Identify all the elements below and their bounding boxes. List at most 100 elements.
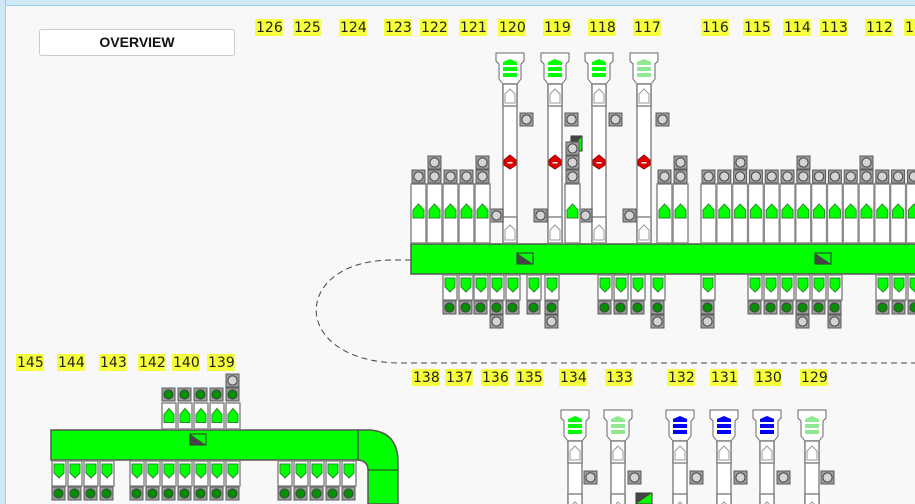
infeed-chute[interactable]: [672, 183, 689, 244]
status-lamp-on[interactable]: [341, 486, 356, 501]
status-button[interactable]: [608, 112, 623, 127]
status-lamp-on[interactable]: [795, 300, 810, 315]
status-button[interactable]: [627, 470, 642, 485]
status-lamp-on[interactable]: [129, 486, 144, 501]
overview-button[interactable]: OVERVIEW: [39, 29, 235, 56]
infeed-chute[interactable]: [209, 402, 225, 430]
outfeed-chute[interactable]: [630, 274, 646, 301]
status-button[interactable]: [565, 141, 580, 156]
status-lamp-on[interactable]: [597, 300, 612, 315]
outfeed-chute[interactable]: [489, 274, 505, 301]
outfeed-chute[interactable]: [458, 274, 474, 301]
outfeed-chute[interactable]: [99, 460, 115, 487]
infeed-chute[interactable]: [426, 183, 443, 244]
status-button[interactable]: [875, 169, 890, 184]
status-lamp-on[interactable]: [613, 300, 628, 315]
status-button[interactable]: [820, 470, 835, 485]
status-button[interactable]: [906, 169, 915, 184]
elevator-117[interactable]: [629, 52, 659, 244]
status-button[interactable]: [427, 155, 442, 170]
infeed-chute[interactable]: [747, 183, 765, 244]
outfeed-chute[interactable]: [473, 274, 489, 301]
outfeed-chute[interactable]: [325, 460, 341, 487]
elevator-132[interactable]: [665, 409, 695, 504]
outfeed-chute[interactable]: [209, 460, 225, 487]
outfeed-chute[interactable]: [442, 274, 458, 301]
outfeed-chute[interactable]: [161, 460, 177, 487]
status-button[interactable]: [475, 169, 490, 184]
status-lamp-on[interactable]: [544, 300, 559, 315]
status-button[interactable]: [891, 169, 906, 184]
outfeed-chute[interactable]: [747, 274, 763, 301]
infeed-chute[interactable]: [889, 183, 907, 244]
infeed-chute[interactable]: [564, 183, 581, 244]
status-lamp-on[interactable]: [747, 300, 762, 315]
status-button[interactable]: [489, 208, 504, 223]
status-button[interactable]: [565, 155, 580, 170]
status-lamp-on[interactable]: [779, 300, 794, 315]
outfeed-chute[interactable]: [277, 460, 293, 487]
outfeed-chute[interactable]: [225, 460, 241, 487]
status-button[interactable]: [565, 169, 580, 184]
outfeed-chute[interactable]: [907, 274, 915, 301]
status-lamp-on[interactable]: [325, 486, 340, 501]
status-button[interactable]: [701, 169, 716, 184]
status-lamp-on[interactable]: [473, 300, 488, 315]
outfeed-chute[interactable]: [544, 274, 560, 301]
infeed-chute[interactable]: [442, 183, 459, 244]
status-lamp-on[interactable]: [309, 486, 324, 501]
infeed-chute[interactable]: [177, 402, 193, 430]
status-lamp-on[interactable]: [875, 300, 890, 315]
elevator-133[interactable]: [603, 409, 633, 504]
outfeed-chute[interactable]: [341, 460, 357, 487]
status-button[interactable]: [655, 112, 670, 127]
status-lamp-on[interactable]: [209, 387, 224, 402]
outfeed-chute[interactable]: [293, 460, 309, 487]
status-button[interactable]: [733, 470, 748, 485]
status-button[interactable]: [796, 155, 811, 170]
diverter-indicator[interactable]: [516, 252, 534, 265]
status-button[interactable]: [796, 169, 811, 184]
infeed-chute[interactable]: [700, 183, 717, 244]
diverter-indicator[interactable]: [189, 433, 207, 446]
outfeed-chute[interactable]: [827, 274, 843, 301]
outfeed-chute[interactable]: [67, 460, 83, 487]
status-button[interactable]: [859, 169, 874, 184]
outfeed-chute[interactable]: [193, 460, 209, 487]
elevator-131[interactable]: [709, 409, 739, 504]
infeed-chute[interactable]: [763, 183, 780, 244]
outfeed-chute[interactable]: [763, 274, 779, 301]
elevator-134[interactable]: [560, 409, 590, 504]
infeed-chute[interactable]: [905, 183, 915, 244]
infeed-chute[interactable]: [842, 183, 859, 244]
main-conveyor[interactable]: [410, 243, 915, 275]
status-button[interactable]: [578, 208, 593, 223]
infeed-chute[interactable]: [795, 183, 812, 244]
status-button[interactable]: [859, 155, 874, 170]
elevator-119[interactable]: [540, 52, 570, 244]
status-lamp-on[interactable]: [193, 486, 208, 501]
status-lamp-on[interactable]: [827, 300, 842, 315]
outfeed-chute[interactable]: [129, 460, 145, 487]
infeed-chute[interactable]: [858, 183, 875, 244]
status-lamp-on[interactable]: [505, 300, 520, 315]
status-button[interactable]: [544, 314, 559, 329]
elevator-118[interactable]: [584, 52, 614, 244]
infeed-chute[interactable]: [656, 183, 673, 244]
infeed-chute[interactable]: [826, 183, 844, 244]
status-lamp-on[interactable]: [161, 387, 176, 402]
outfeed-chute[interactable]: [650, 274, 666, 301]
outfeed-chute[interactable]: [811, 274, 827, 301]
infeed-chute[interactable]: [874, 183, 891, 244]
infeed-chute[interactable]: [458, 183, 475, 244]
status-lamp-on[interactable]: [67, 486, 82, 501]
elevator-130[interactable]: [752, 409, 782, 504]
status-lamp-on[interactable]: [293, 486, 308, 501]
status-button[interactable]: [533, 208, 548, 223]
outfeed-chute[interactable]: [51, 460, 67, 487]
outfeed-chute[interactable]: [309, 460, 325, 487]
status-button[interactable]: [583, 470, 598, 485]
status-button[interactable]: [733, 155, 748, 170]
status-lamp-on[interactable]: [193, 387, 208, 402]
status-lamp-on[interactable]: [225, 387, 240, 402]
